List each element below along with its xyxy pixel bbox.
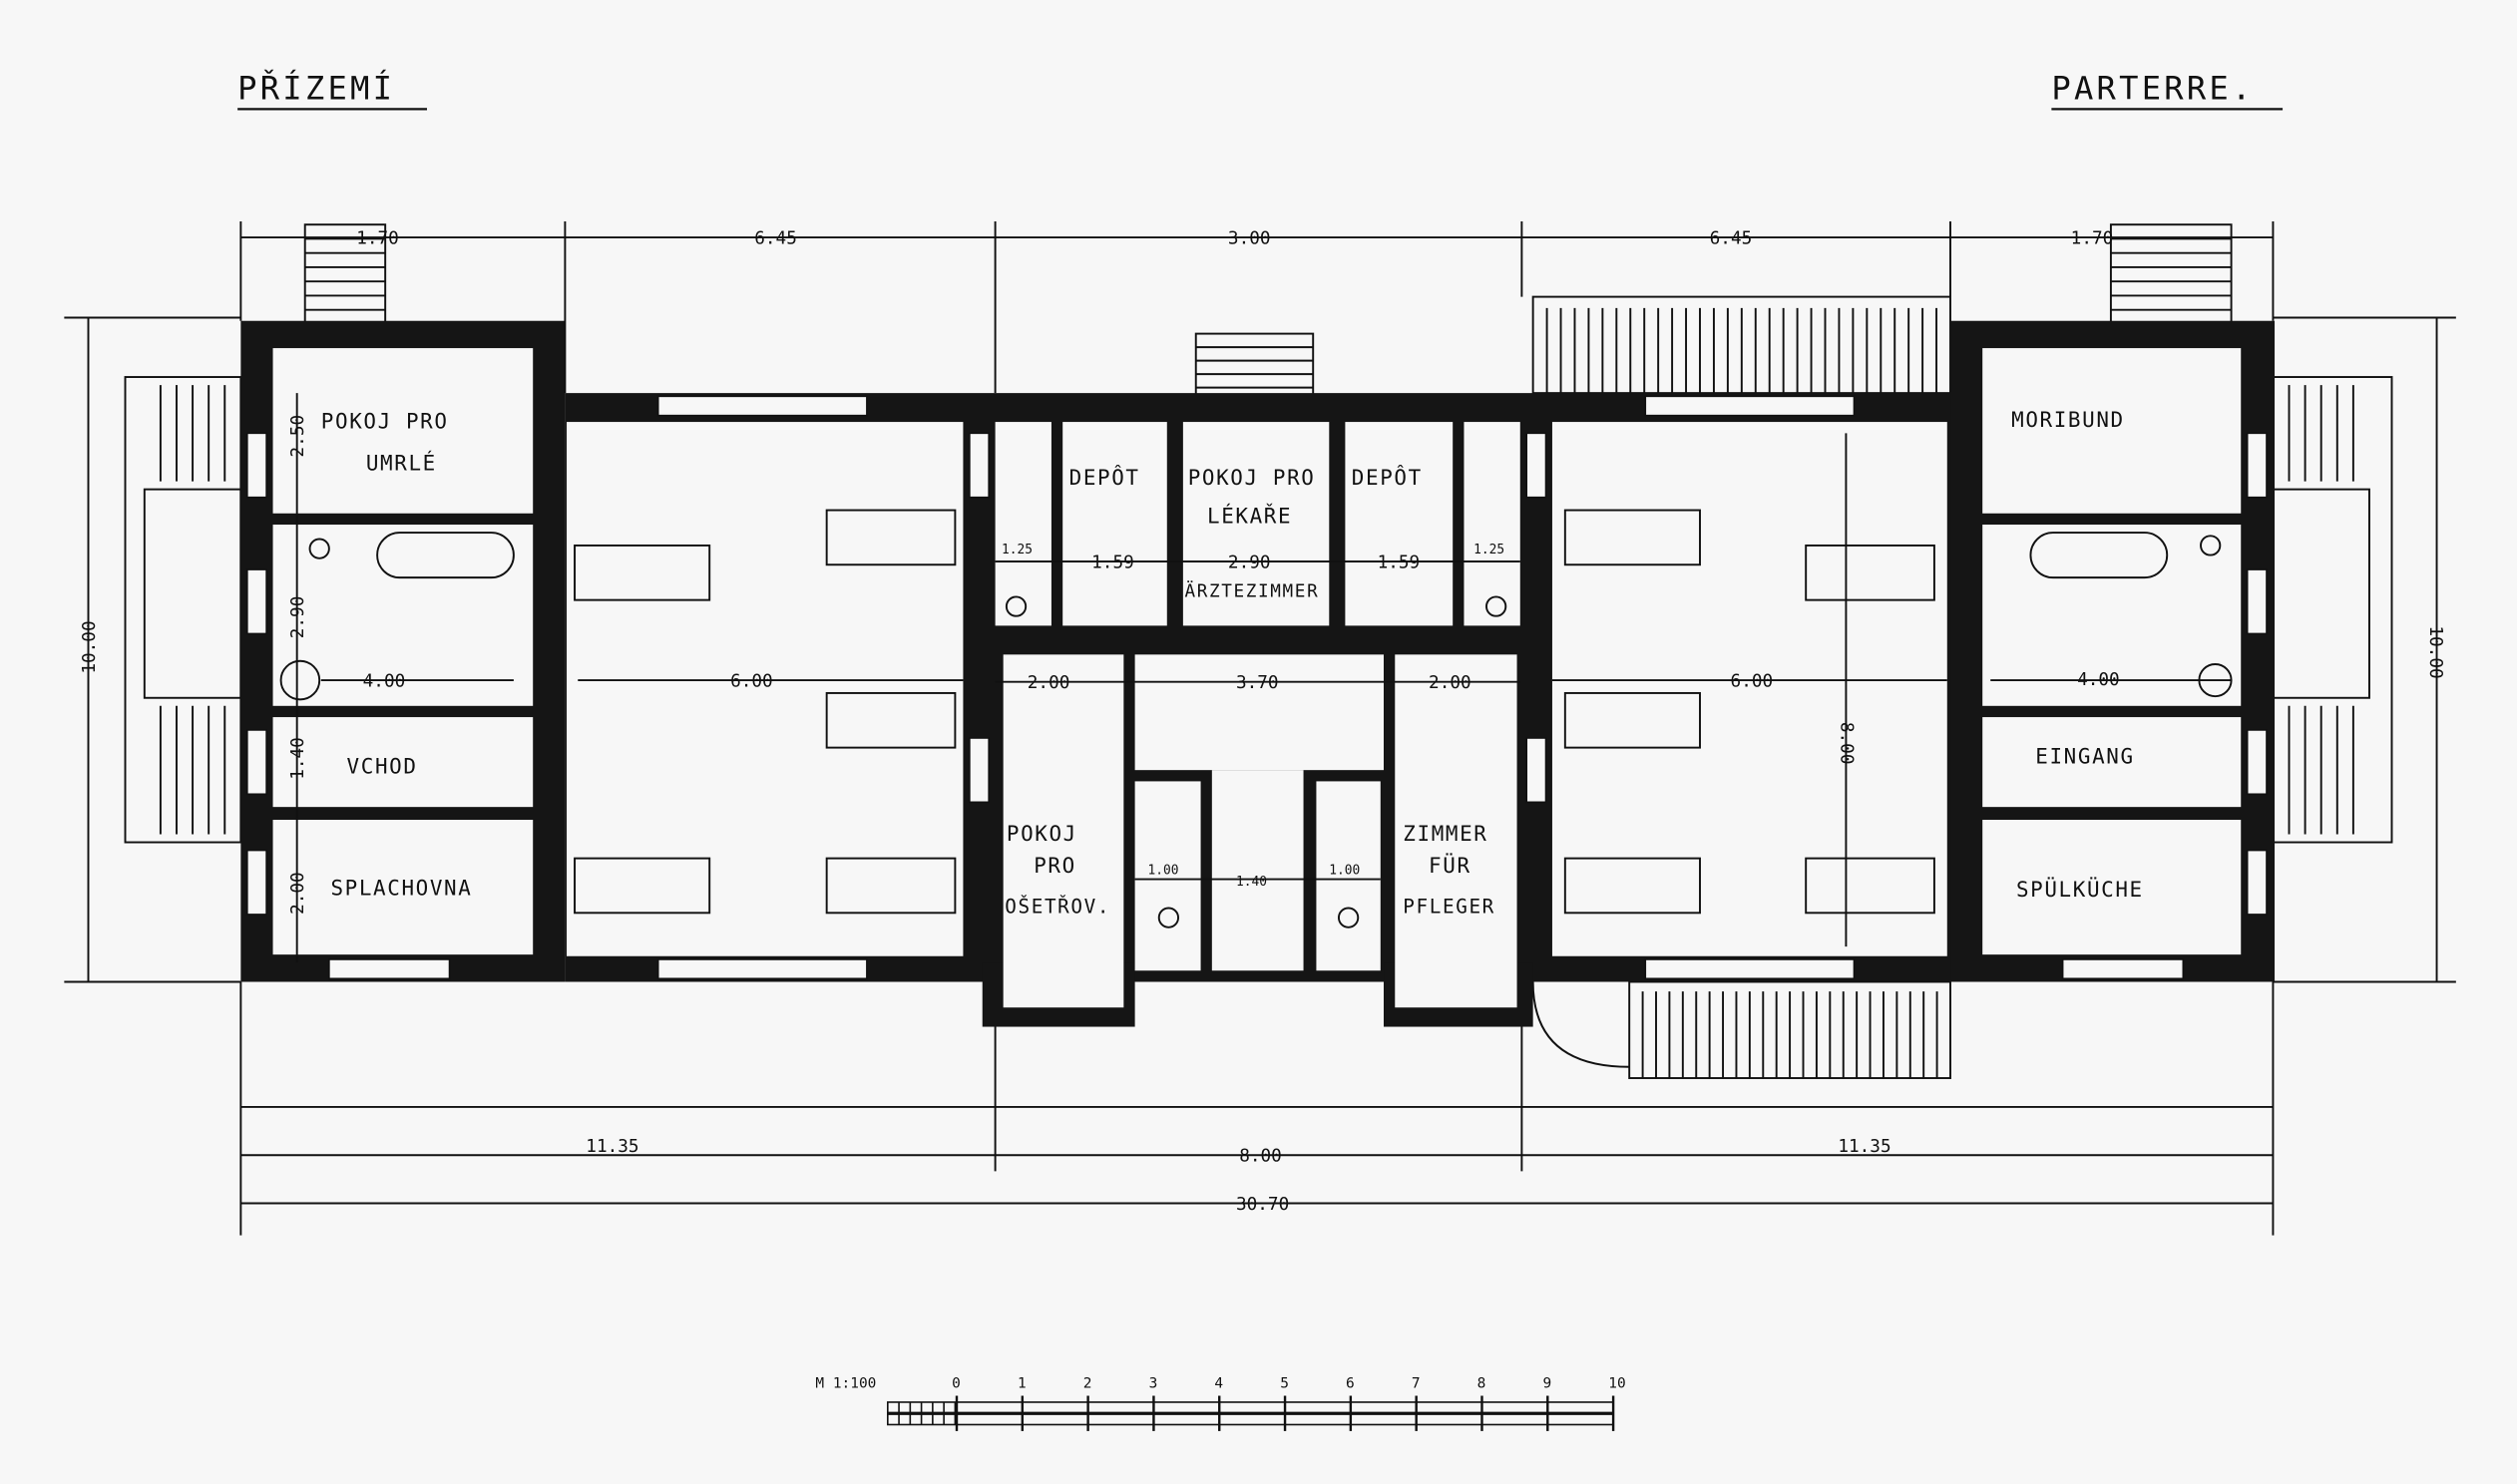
label-pokoj: POKOJ — [1007, 822, 1077, 846]
scale-tick-label: 1 — [1018, 1375, 1027, 1391]
label-spulkuche: SPÜLKÜCHE — [2016, 877, 2144, 902]
dim-ct-1: 1.25 — [1002, 543, 1033, 557]
room-labels: POKOJ PRO UMRLÉ VCHOD SPLACHOVNA DEPÔT P… — [321, 408, 2144, 918]
label-pokoj-pro-umrle: POKOJ PRO — [321, 410, 449, 434]
label-moribund: MORIBUND — [2011, 408, 2125, 432]
scale-tick-label: 4 — [1214, 1375, 1223, 1391]
windows-and-fixtures — [245, 395, 2268, 980]
label-lekare: LÉKAŘE — [1207, 503, 1292, 528]
dim-ward-depth: 8.00 — [1837, 722, 1857, 765]
label-splachovna: SPLACHOVNA — [330, 877, 472, 901]
label-fur: FÜR — [1429, 853, 1471, 878]
scale-tick-label: 3 — [1149, 1375, 1158, 1391]
label-pro: PRO — [1034, 854, 1076, 878]
dim-wing-width-left: 4.00 — [363, 672, 406, 692]
dim-ward-right: 6.00 — [1731, 672, 1774, 692]
label-depot-left: DEPÔT — [1069, 465, 1140, 490]
dim-top-4: 6.45 — [1710, 229, 1753, 249]
dim-right-height: 10.00 — [2425, 625, 2445, 678]
dim-ct-2: 1.59 — [1091, 553, 1134, 572]
dim-ct-3: 2.90 — [1228, 553, 1271, 572]
dim-top-3: 3.00 — [1228, 229, 1271, 249]
dim-total: 30.70 — [1236, 1195, 1289, 1215]
title-french: PARTERRE. — [2051, 70, 2254, 108]
title-czech: PŘÍZEMÍ — [237, 70, 395, 108]
dim-wing-2: 2.90 — [288, 596, 308, 639]
rooms — [272, 348, 2242, 1008]
label-depot-right: DEPÔT — [1352, 465, 1423, 490]
label-eingang: EINGANG — [2035, 745, 2134, 769]
dim-cm-1: 2.00 — [1028, 673, 1070, 693]
dim-bottom-2: 8.00 — [1239, 1147, 1282, 1167]
label-pokoj-pro-lekare: POKOJ PRO — [1188, 466, 1316, 490]
label-zimmer: ZIMMER — [1403, 822, 1487, 846]
dim-bottom-3: 11.35 — [1838, 1137, 1890, 1157]
dim-top-5: 1.70 — [2071, 229, 2114, 249]
dim-wing-1: 2.50 — [288, 415, 308, 458]
dimension-labels: 1.70 6.45 3.00 6.45 1.70 11.35 8.00 11.3… — [80, 229, 2445, 1215]
dim-top-2: 6.45 — [754, 229, 797, 249]
label-vchod: VCHOD — [347, 754, 418, 778]
scale-tick-label: 10 — [1608, 1375, 1625, 1391]
dim-bottom-1: 11.35 — [586, 1137, 638, 1157]
dim-ct-5: 1.25 — [1473, 543, 1504, 557]
dim-wing-width-right: 4.00 — [2077, 670, 2120, 690]
dim-cm-2: 3.70 — [1236, 673, 1279, 693]
scale-tick-label: 2 — [1083, 1375, 1092, 1391]
label-pfleger: PFLEGER — [1403, 895, 1495, 918]
scale-tick-label: 5 — [1280, 1375, 1289, 1391]
dim-cl-3: 1.00 — [1329, 864, 1360, 879]
label-osetrov: OŠETŘOV. — [1005, 894, 1110, 918]
scale-tick-label: 8 — [1477, 1375, 1486, 1391]
dim-left-height: 10.00 — [80, 620, 100, 673]
dim-cm-3: 2.00 — [1429, 673, 1471, 693]
dim-ct-4: 1.59 — [1378, 553, 1421, 572]
label-umrle: UMRLÉ — [366, 450, 437, 475]
dim-top-1: 1.70 — [356, 229, 399, 249]
label-arztezimmer: ÄRZTEZIMMER — [1184, 580, 1319, 601]
dim-wing-3: 1.40 — [288, 737, 308, 780]
scale-bar: M 1:100 0 1 2 3 4 5 6 7 8 9 10 — [815, 1375, 1626, 1431]
scale-tick-label: 6 — [1346, 1375, 1355, 1391]
dim-cl-1: 1.00 — [1147, 864, 1178, 879]
dim-ward-left: 6.00 — [730, 672, 773, 692]
scale-tick-label: 0 — [952, 1375, 961, 1391]
dim-wing-4: 2.00 — [288, 872, 308, 915]
scale-label: M 1:100 — [815, 1375, 876, 1391]
dim-cl-2: 1.40 — [1236, 875, 1267, 890]
scale-tick-label: 7 — [1412, 1375, 1421, 1391]
scale-tick-label: 9 — [1542, 1375, 1551, 1391]
dimension-lines — [64, 220, 2456, 1236]
